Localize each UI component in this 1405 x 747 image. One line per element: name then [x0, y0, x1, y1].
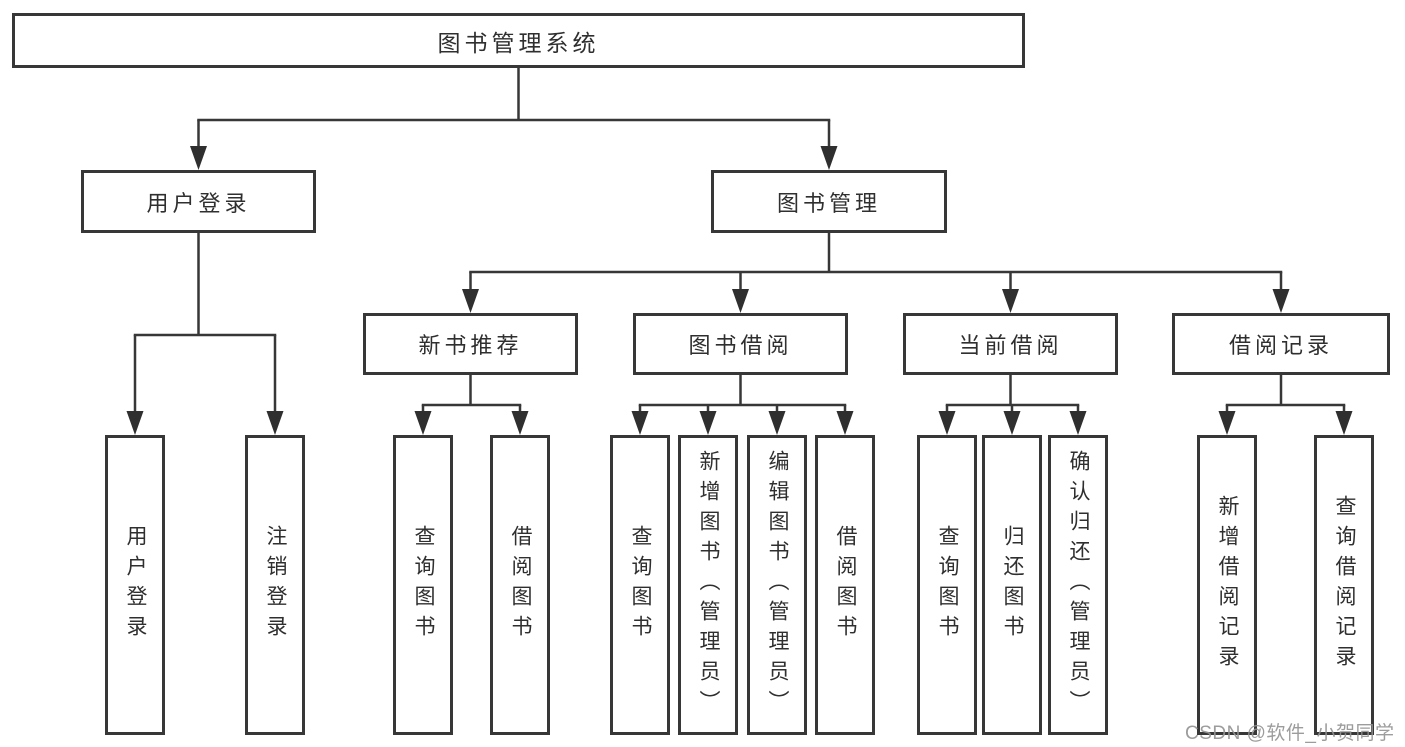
arrow-icon: [1272, 289, 1290, 313]
connector-borrowing-records-to-leaves: [1225, 375, 1346, 413]
arrow-icon: [511, 411, 529, 435]
node-newbook-query-books: 查询图书: [393, 435, 453, 735]
node-borrowing-records: 借阅记录: [1172, 313, 1390, 375]
connector-root-to-level2: [197, 68, 831, 148]
arrow-icon: [190, 146, 207, 170]
arrow-icon: [1218, 411, 1236, 435]
node-newbook-borrow-books: 借阅图书: [490, 435, 550, 735]
node-current-borrowing: 当前借阅: [903, 313, 1118, 375]
node-records-add-record: 新增借阅记录: [1197, 435, 1257, 735]
arrow-icon: [699, 411, 717, 435]
arrow-icon: [820, 146, 838, 170]
arrow-icon: [1069, 411, 1087, 435]
arrow-icon: [414, 411, 432, 435]
node-new-book-recommendation: 新书推荐: [363, 313, 578, 375]
node-logout: 注销登录: [245, 435, 305, 735]
arrow-icon: [126, 411, 144, 435]
connector-book-borrowing-to-leaves: [638, 375, 847, 413]
connector-current-borrowing-to-leaves: [945, 375, 1080, 413]
arrow-icon: [1335, 411, 1353, 435]
arrow-icon: [1002, 289, 1019, 313]
arrow-icon: [938, 411, 956, 435]
node-borrowing-add-books-admin: 新增图书（管理员）: [678, 435, 738, 735]
node-records-query-record: 查询借阅记录: [1314, 435, 1374, 735]
node-book-borrowing: 图书借阅: [633, 313, 848, 375]
arrow-icon: [631, 411, 649, 435]
node-borrowing-edit-books-admin: 编辑图书（管理员）: [747, 435, 807, 735]
node-current-query-books: 查询图书: [917, 435, 977, 735]
connector-book-management-to-level3: [469, 233, 1283, 291]
connector-user-login-to-leaves: [133, 233, 277, 413]
arrow-icon: [462, 289, 479, 313]
node-user-login-leaf: 用户登录: [105, 435, 165, 735]
node-book-management: 图书管理: [711, 170, 947, 233]
arrow-icon: [266, 411, 284, 435]
arrowheads: [126, 146, 1353, 435]
arrow-icon: [836, 411, 854, 435]
node-borrowing-query-books: 查询图书: [610, 435, 670, 735]
node-borrowing-borrow-books: 借阅图书: [815, 435, 875, 735]
node-current-confirm-return-admin: 确认归还（管理员）: [1048, 435, 1108, 735]
node-current-return-books: 归还图书: [982, 435, 1042, 735]
watermark: CSDN @软件_小贺同学: [1185, 723, 1395, 744]
node-user-login: 用户登录: [81, 170, 316, 233]
node-library-management-system: 图书管理系统: [12, 13, 1025, 68]
arrow-icon: [1003, 411, 1021, 435]
arrow-icon: [768, 411, 786, 435]
connector-new-book-to-leaves: [421, 375, 522, 413]
arrow-icon: [732, 289, 749, 313]
